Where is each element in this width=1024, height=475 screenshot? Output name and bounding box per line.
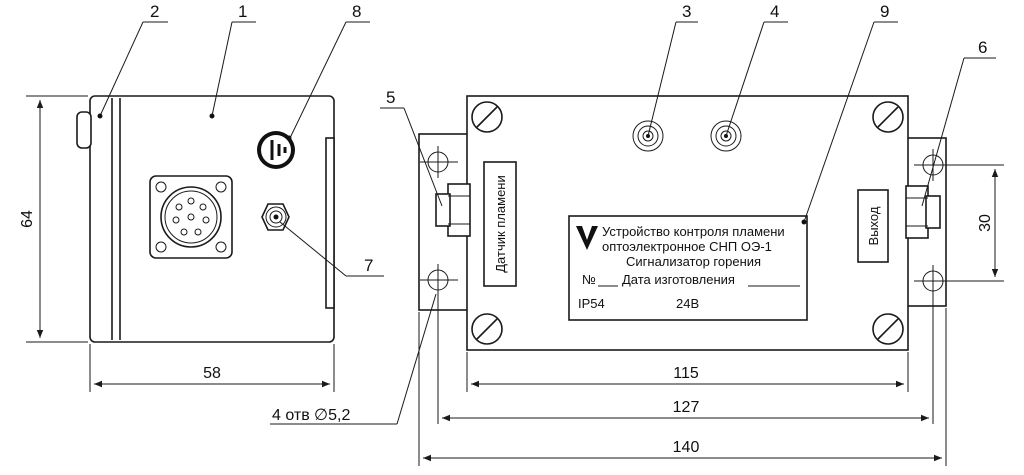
dim-140: 140 xyxy=(673,439,700,456)
callout-3: 3 xyxy=(682,2,691,21)
callout-7: 7 xyxy=(364,256,373,275)
led-indicator-3-icon xyxy=(632,120,664,152)
dim-64: 64 xyxy=(19,210,36,228)
nameplate-voltage: 24В xyxy=(676,296,699,311)
callouts: 2 1 8 5 3 4 9 6 7 xyxy=(97,2,996,277)
front-view: Датчик пламени Выход Устройство контроля… xyxy=(270,95,1004,466)
nameplate: Устройство контроля пламени оптоэлектрон… xyxy=(568,215,808,321)
dim-127: 127 xyxy=(673,399,700,416)
connector-flange xyxy=(149,175,233,259)
corner-screw-icon xyxy=(471,101,904,345)
nameplate-date-label: Дата изготовления xyxy=(622,272,735,287)
callout-2: 2 xyxy=(150,2,159,21)
nameplate-line1: Устройство контроля пламени xyxy=(602,224,785,239)
callout-5: 5 xyxy=(386,88,395,107)
callout-4: 4 xyxy=(770,2,779,21)
output-label: Выход xyxy=(866,206,881,245)
sensor-label-box xyxy=(483,161,517,287)
dim-115: 115 xyxy=(673,365,699,382)
dim-holes: 4 отв ∅5,2 xyxy=(272,407,350,424)
side-view: 64 58 xyxy=(19,95,335,392)
dim-30: 30 xyxy=(977,214,994,232)
output-label-box xyxy=(857,189,889,263)
side-knob xyxy=(76,111,92,149)
led-indicator-4-icon xyxy=(710,120,742,152)
nameplate-protection: IP54 xyxy=(578,296,605,311)
dim-58: 58 xyxy=(203,365,221,382)
callout-9: 9 xyxy=(880,2,889,21)
nameplate-line3: Сигнализатор горения xyxy=(626,254,761,269)
callout-8: 8 xyxy=(352,2,361,21)
ground-symbol-icon xyxy=(257,131,295,169)
nameplate-serial-label: № xyxy=(582,272,596,287)
sensor-connector xyxy=(435,183,471,237)
callout-1: 1 xyxy=(238,2,247,21)
side-strip xyxy=(325,137,335,309)
logo-icon xyxy=(576,226,598,250)
nameplate-line2: оптоэлектронное СНП ОЭ-1 xyxy=(602,239,772,254)
sensor-label: Датчик пламени xyxy=(493,175,508,273)
callout-6: 6 xyxy=(978,38,987,57)
output-connector xyxy=(905,185,941,239)
